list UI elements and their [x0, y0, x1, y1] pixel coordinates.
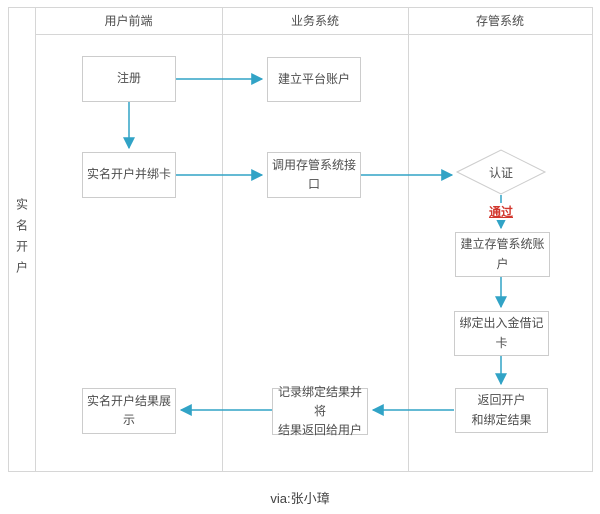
edge-label-pass: 通过 [484, 203, 518, 220]
lane-header-user-frontend: 用户前端 [104, 14, 153, 28]
flow-node-call-custody-api: 调用存管系统接口 [267, 152, 361, 198]
decision-diamond [455, 149, 547, 195]
flow-node-record-and-return: 记录绑定结果并将 结果返回给用户 [272, 385, 368, 437]
flow-node-create-custody-account: 建立存管系统账户 [455, 232, 550, 277]
lane-header-custody-system: 存管系统 [475, 14, 524, 28]
flow-node-create-platform-account: 建立平台账户 [267, 57, 361, 102]
flow-node-register: 注册 [82, 56, 176, 102]
swimlane-grid [8, 7, 593, 472]
flow-arrows [123, 73, 507, 416]
flow-node-return-results: 返回开户 和绑定结果 [455, 388, 548, 433]
lane-header-business-system: 业务系统 [290, 14, 339, 28]
credit-text: via:张小璋 [270, 491, 330, 506]
flow-node-bind-debit-card: 绑定出入金借记卡 [454, 311, 549, 356]
flow-node-result-display: 实名开户结果展示 [82, 388, 176, 434]
flow-node-realname-open-bind-card: 实名开户并绑卡 [82, 152, 176, 198]
lane-title-realname-account-opening: 实名开户 [14, 197, 29, 282]
flow-node-auth-decision: 认证 [488, 165, 513, 180]
